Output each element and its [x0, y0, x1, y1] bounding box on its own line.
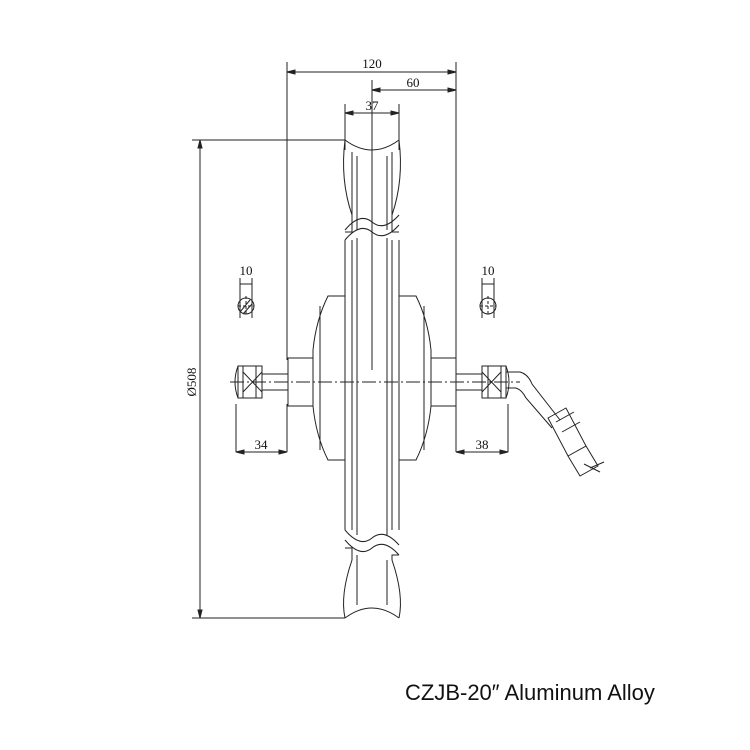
model-caption: CZJB-20″ Aluminum Alloy	[405, 680, 655, 705]
motor-cable	[506, 371, 605, 477]
rim-upper	[343, 139, 401, 241]
dim-120-lines	[286, 62, 457, 360]
left-axle	[234, 365, 289, 455]
dim-label-left-axle: 34	[255, 437, 269, 452]
right-flat-section	[479, 278, 497, 318]
rim-middle	[344, 238, 400, 535]
dim-label-diameter: Ø508	[184, 368, 199, 397]
left-flat-section	[237, 278, 255, 318]
dim-label-120: 120	[362, 56, 382, 71]
dim-60-lines	[371, 80, 457, 370]
dim-label-right-flat: 10	[482, 263, 495, 278]
right-axle	[455, 365, 510, 455]
dim-label-right-axle: 38	[476, 437, 489, 452]
dim-diameter-lines	[192, 139, 345, 619]
rim-lower	[343, 529, 401, 619]
dim-label-60: 60	[407, 75, 420, 90]
dim-label-left-flat: 10	[240, 263, 253, 278]
dim-label-37: 37	[366, 98, 380, 113]
